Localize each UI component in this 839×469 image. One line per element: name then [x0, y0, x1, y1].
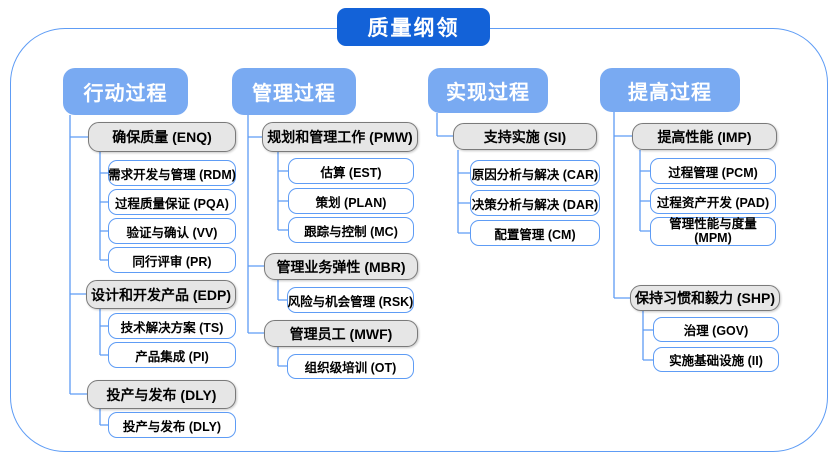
node-dly: 投产与发布 (DLY)	[108, 412, 236, 438]
node-mpm: 管理性能与度量 (MPM)	[650, 217, 776, 246]
header-improvement-process: 提高过程	[600, 68, 740, 112]
node-mc: 跟踪与控制 (MC)	[288, 217, 414, 243]
node-si: 支持实施 (SI)	[453, 123, 597, 150]
header-action-process: 行动过程	[63, 68, 188, 115]
node-pcm: 过程管理 (PCM)	[650, 158, 776, 184]
node-car: 原因分析与解决 (CAR)	[470, 160, 600, 186]
node-pr: 同行评审 (PR)	[108, 247, 236, 273]
node-pad: 过程资产开发 (PAD)	[650, 188, 776, 214]
node-edp: 设计和开发产品 (EDP)	[86, 280, 236, 309]
node-cm: 配置管理 (CM)	[470, 220, 600, 246]
diagram-title: 质量纲领	[337, 8, 490, 46]
node-shp: 保持习惯和毅力 (SHP)	[630, 285, 780, 311]
header-realization-process: 实现过程	[428, 68, 548, 113]
node-rdm: 需求开发与管理 (RDM)	[108, 160, 236, 186]
node-pmw: 规划和管理工作 (PMW)	[262, 122, 418, 152]
node-imp: 提高性能 (IMP)	[632, 123, 777, 150]
node-ii: 实施基础设施 (II)	[653, 347, 779, 372]
node-plan: 策划 (PLAN)	[288, 188, 414, 214]
header-management-process: 管理过程	[232, 68, 356, 115]
node-gov: 治理 (GOV)	[653, 317, 779, 342]
node-pi: 产品集成 (PI)	[108, 342, 236, 368]
node-ts: 技术解决方案 (TS)	[108, 313, 236, 339]
node-dar: 决策分析与解决 (DAR)	[470, 190, 600, 216]
node-est: 估算 (EST)	[288, 158, 414, 184]
node-mbr: 管理业务弹性 (MBR)	[264, 253, 418, 280]
node-vv: 验证与确认 (VV)	[108, 218, 236, 244]
node-pqa: 过程质量保证 (PQA)	[108, 189, 236, 215]
node-mwf: 管理员工 (MWF)	[264, 320, 418, 347]
node-ot: 组织级培训 (OT)	[287, 354, 414, 379]
node-enq: 确保质量 (ENQ)	[88, 122, 236, 152]
node-dly-group: 投产与发布 (DLY)	[87, 380, 236, 409]
node-rsk: 风险与机会管理 (RSK)	[287, 287, 414, 313]
